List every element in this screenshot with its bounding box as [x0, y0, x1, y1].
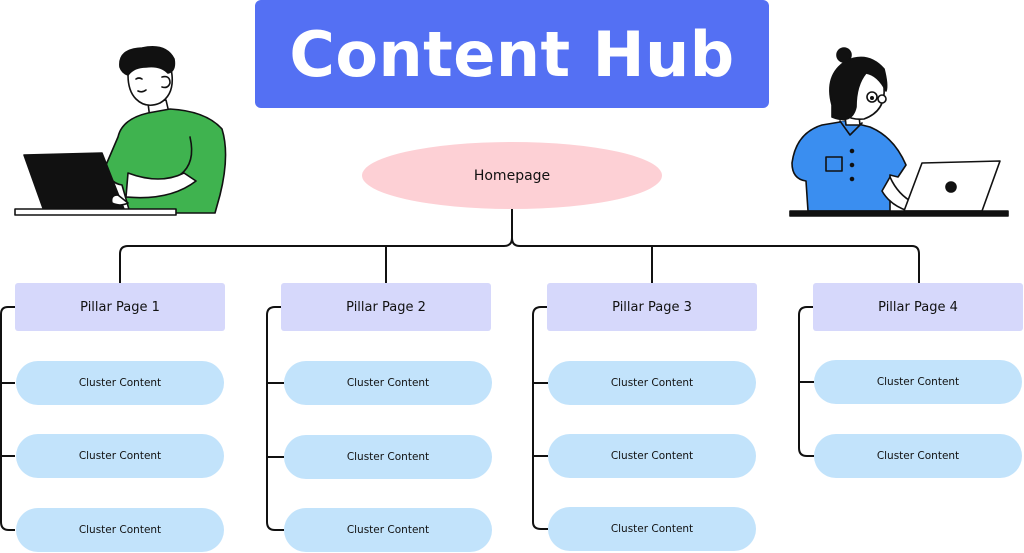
- pillar-page-4: Pillar Page 4: [813, 283, 1023, 331]
- cluster-content-node: Cluster Content: [284, 508, 492, 552]
- cluster-content-node: Cluster Content: [548, 361, 756, 405]
- cluster-content-node: Cluster Content: [284, 435, 492, 479]
- cluster-content-node: Cluster Content: [16, 508, 224, 552]
- cluster-label: Cluster Content: [610, 450, 694, 462]
- cluster-label: Cluster Content: [346, 451, 430, 463]
- pillar-page-2: Pillar Page 2: [281, 283, 491, 331]
- pillar-label: Pillar Page 4: [878, 299, 958, 315]
- homepage-label: Homepage: [473, 167, 551, 184]
- man-with-laptop-illustration: [14, 46, 227, 216]
- homepage-connector: [503, 209, 513, 247]
- cluster-label: Cluster Content: [78, 377, 162, 389]
- pillar-label: Pillar Page 1: [80, 299, 160, 315]
- cluster-content-node: Cluster Content: [814, 434, 1022, 478]
- pillar-page-1: Pillar Page 1: [15, 283, 225, 331]
- page-title-text: Content Hub: [289, 17, 735, 91]
- cluster-content-node: Cluster Content: [16, 361, 224, 405]
- cluster-label: Cluster Content: [610, 523, 694, 535]
- cluster-label: Cluster Content: [876, 450, 960, 462]
- page-title: Content Hub: [255, 0, 769, 108]
- cluster-label: Cluster Content: [610, 377, 694, 389]
- cluster-label: Cluster Content: [78, 524, 162, 536]
- cluster-label: Cluster Content: [78, 450, 162, 462]
- cluster-content-node: Cluster Content: [814, 360, 1022, 404]
- woman-with-laptop-illustration: [789, 47, 1009, 217]
- cluster-label: Cluster Content: [346, 377, 430, 389]
- cluster-content-node: Cluster Content: [16, 434, 224, 478]
- cluster-content-node: Cluster Content: [284, 361, 492, 405]
- pillar-label: Pillar Page 2: [346, 299, 426, 315]
- cluster-content-node: Cluster Content: [548, 434, 756, 478]
- pillar-label: Pillar Page 3: [612, 299, 692, 315]
- cluster-label: Cluster Content: [876, 376, 960, 388]
- cluster-content-node: Cluster Content: [548, 507, 756, 551]
- homepage-node: Homepage: [362, 142, 662, 209]
- cluster-label: Cluster Content: [346, 524, 430, 536]
- pillar-page-3: Pillar Page 3: [547, 283, 757, 331]
